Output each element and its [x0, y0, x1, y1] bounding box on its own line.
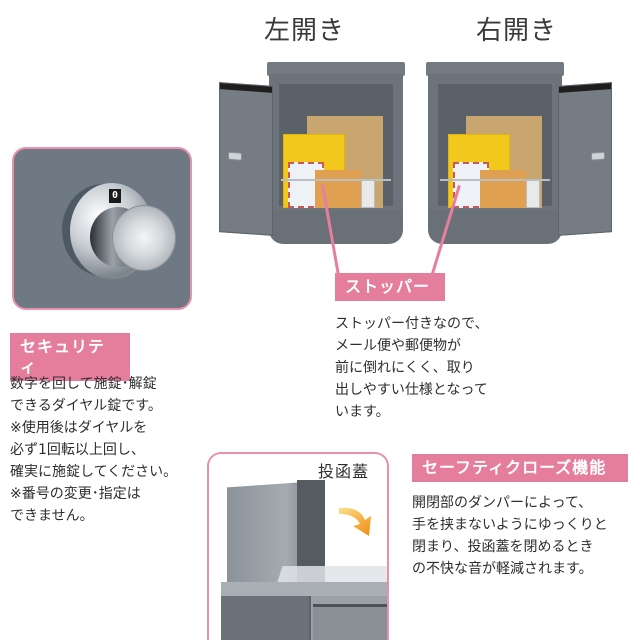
left-open-heading: 左開き [264, 16, 346, 46]
stopper-line: ストッパー付きなので、 [335, 316, 489, 332]
stopper-description: ストッパー付きなので、 メール便や郵便物が 前に倒れにくく、取り 出しやすい仕様… [335, 313, 515, 423]
dial-number: 0 [109, 189, 121, 203]
security-line: ※番号の変更･指定は [10, 486, 141, 502]
security-line: できません。 [10, 508, 94, 524]
mailbox-door [219, 82, 273, 236]
security-line: 数字を回して施錠･解錠 [10, 376, 157, 392]
stopper-line: 出しやすい仕様となって [335, 382, 488, 398]
right-open-heading: 右開き [476, 16, 558, 46]
stopper-bar [440, 179, 550, 181]
security-line: できるダイヤル錠です。 [10, 398, 162, 414]
paper-slip [361, 180, 375, 208]
dial-lock-image: 0 [12, 147, 192, 310]
security-line: 確実に施錠してください。 [10, 464, 178, 480]
stopper-bar [281, 179, 391, 181]
safe-close-line: 閉まり、投函蓋を閉めるとき [412, 539, 594, 555]
safe-close-line: 手を挟まないようにゆっくりと [412, 517, 608, 533]
stopper-label: ストッパー [335, 273, 445, 301]
security-description: 数字を回して施錠･解錠 できるダイヤル錠です。 ※使用後はダイヤルを 必ず1回転… [10, 373, 210, 527]
mailbox-roof [426, 62, 564, 76]
mailbox-left-open-image [215, 62, 405, 244]
safe-close-label: セーフティクローズ機能 [412, 454, 628, 482]
mailbox-right-open-image [426, 62, 616, 244]
dial-knob-icon [112, 205, 176, 271]
door-top-edge [220, 83, 272, 93]
lid-rim [221, 582, 387, 596]
orange-envelope [480, 170, 526, 208]
door-top-edge [559, 83, 611, 93]
lid-label: 投函蓋 [318, 462, 370, 481]
safe-close-description: 開閉部のダンパーによって、 手を挟まないようにゆっくりと 閉まり、投函蓋を閉める… [412, 492, 640, 580]
mailbox-roof [267, 62, 405, 76]
mail-slot-lid-image [207, 452, 389, 640]
security-line: ※使用後はダイヤルを [10, 420, 148, 436]
mail-slot-inner [313, 604, 387, 640]
stopper-line: います。 [335, 404, 390, 420]
safe-close-line: の不快な音が軽減されます。 [412, 561, 593, 577]
stopper-line: メール便や郵便物が [335, 338, 461, 354]
door-handle-icon [591, 151, 605, 161]
security-label: セキュリティ [10, 333, 130, 381]
stopper-line: 前に倒れにくく、取り [335, 360, 475, 376]
door-handle-icon [228, 151, 242, 161]
curved-arrow-icon [339, 507, 371, 536]
paper-slip [526, 180, 540, 208]
mailbox-door [558, 82, 612, 236]
security-line: 必ず1回転以上回し、 [10, 442, 145, 458]
mailbox-base [269, 210, 403, 244]
safe-close-line: 開閉部のダンパーによって、 [412, 495, 593, 511]
